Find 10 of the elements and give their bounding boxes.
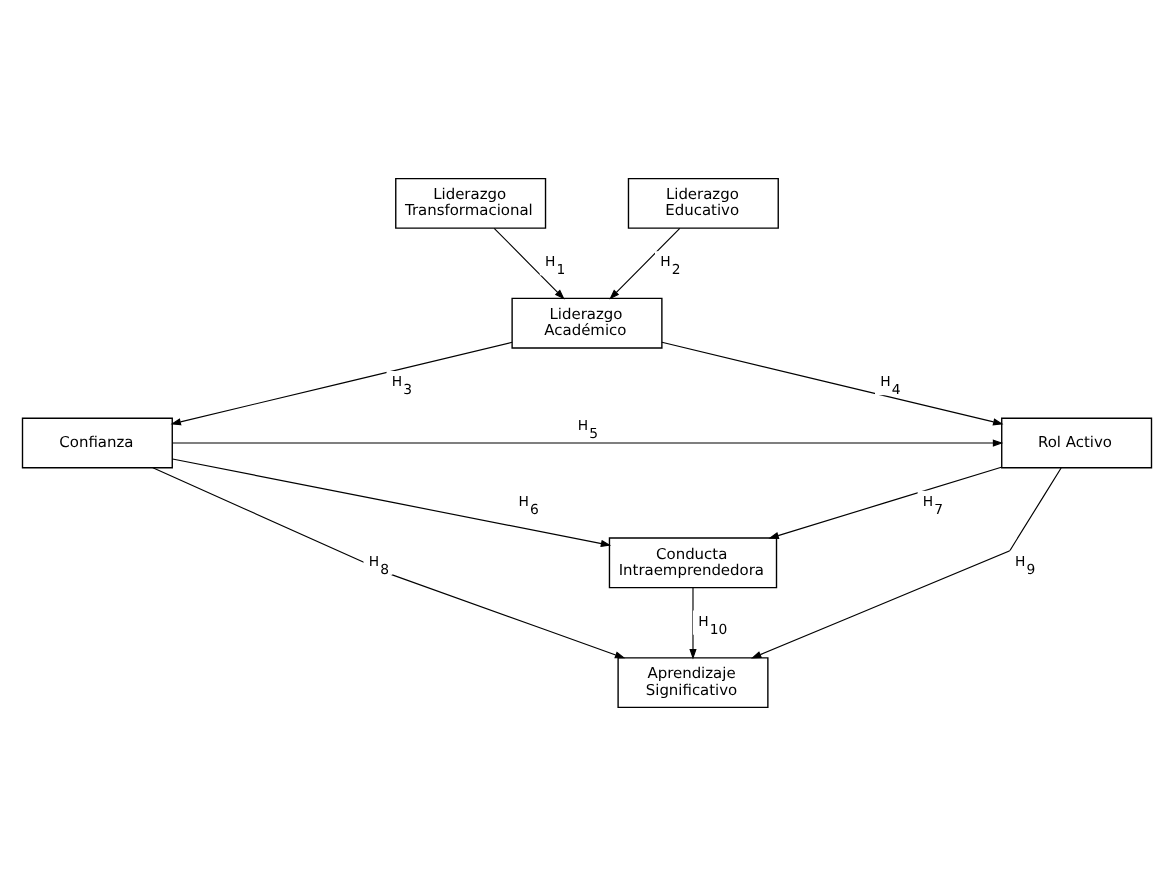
arrow [689, 587, 697, 660]
arrow [152, 467, 626, 659]
arrow [493, 227, 565, 300]
arrow [171, 458, 612, 548]
arrow [768, 466, 1002, 539]
arrow [172, 439, 1004, 447]
arrow [170, 341, 513, 426]
arrow [609, 227, 681, 300]
arrow [661, 341, 1004, 426]
arrow [750, 467, 1062, 659]
